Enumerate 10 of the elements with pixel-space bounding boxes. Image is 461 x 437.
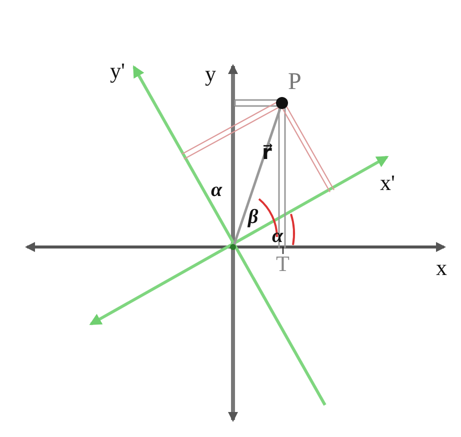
axis-label: x' (380, 172, 395, 194)
angle-label: α (211, 180, 222, 200)
axis-label: y' (110, 60, 125, 82)
axis-label: x (436, 257, 447, 279)
angle-label: α (272, 226, 284, 246)
axis-label: y (205, 63, 216, 85)
point-label: P (288, 70, 302, 94)
point-label: T (276, 253, 290, 275)
vector-label: r⃗ (262, 142, 272, 162)
angle-label: β (248, 207, 258, 227)
